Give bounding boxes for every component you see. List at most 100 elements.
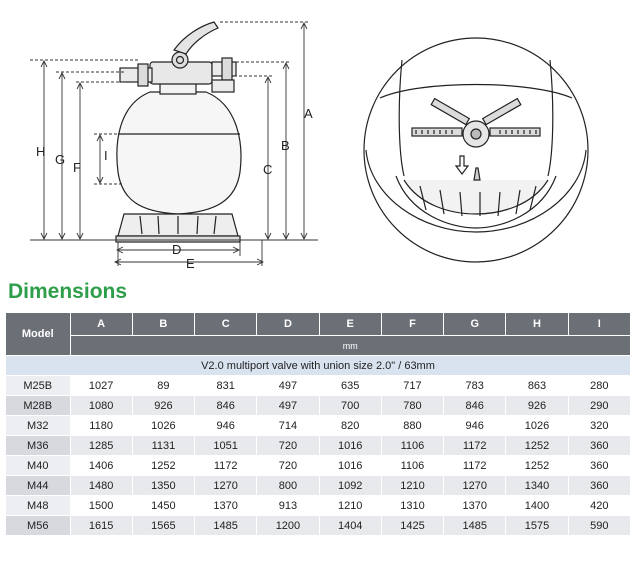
value-cell-d: 1200 (256, 515, 320, 536)
table-body: V2.0 multiport valve with union size 2.0… (6, 355, 632, 536)
value-cell-c: 1051 (194, 435, 258, 456)
dim-label-f: F (73, 160, 81, 175)
dim-label-d: D (172, 242, 181, 257)
value-cell-i: 360 (568, 455, 632, 476)
dimension-lines (30, 21, 318, 266)
value-cell-g: 1370 (443, 495, 507, 516)
model-cell: M28B (6, 395, 71, 416)
value-cell-h: 1252 (505, 435, 569, 456)
dimension-labels: H G F I A B C D E (36, 106, 313, 271)
model-cell: M48 (6, 495, 71, 516)
section-title: Dimensions (8, 280, 128, 303)
value-cell-g: 1485 (443, 515, 507, 536)
value-cell-h: 1575 (505, 515, 569, 536)
dim-label-g: G (55, 152, 65, 167)
column-header-e: E (319, 313, 382, 336)
value-cell-e: 635 (319, 375, 382, 396)
dim-label-h: H (36, 144, 45, 159)
value-cell-d: 497 (256, 375, 320, 396)
value-cell-h: 1026 (505, 415, 569, 436)
value-cell-i: 290 (568, 395, 632, 416)
value-cell-c: 1172 (194, 455, 258, 476)
model-cell: M36 (6, 435, 71, 456)
value-cell-d: 497 (256, 395, 320, 416)
column-header-g: G (443, 313, 507, 336)
filter-side-view (115, 21, 242, 243)
value-cell-g: 1270 (443, 475, 507, 496)
model-cell: M25B (6, 375, 71, 396)
value-cell-f: 1425 (381, 515, 445, 536)
value-cell-d: 714 (256, 415, 320, 436)
value-cell-f: 1106 (381, 435, 445, 456)
value-cell-h: 1400 (505, 495, 569, 516)
value-cell-i: 320 (568, 415, 632, 436)
value-cell-b: 1131 (132, 435, 196, 456)
value-cell-i: 420 (568, 495, 632, 516)
value-cell-g: 783 (443, 375, 507, 396)
units-label: mm (70, 335, 631, 356)
model-cell: M56 (6, 515, 71, 536)
model-cell: M44 (6, 475, 71, 496)
note-row: V2.0 multiport valve with union size 2.0… (6, 355, 631, 376)
value-cell-c: 1370 (194, 495, 258, 516)
value-cell-f: 1310 (381, 495, 445, 516)
value-cell-b: 89 (132, 375, 196, 396)
column-header-i: I (568, 313, 632, 336)
value-cell-a: 1080 (70, 395, 133, 416)
column-header-d: D (256, 313, 320, 336)
value-cell-e: 1404 (319, 515, 382, 536)
value-cell-a: 1480 (70, 475, 133, 496)
value-cell-i: 360 (568, 435, 632, 456)
value-cell-i: 590 (568, 515, 632, 536)
value-cell-g: 1172 (443, 435, 507, 456)
value-cell-b: 1252 (132, 455, 196, 476)
dim-label-i: I (104, 148, 108, 163)
value-cell-g: 946 (443, 415, 507, 436)
value-cell-g: 1172 (443, 455, 507, 476)
value-cell-a: 1615 (70, 515, 133, 536)
value-cell-h: 1252 (505, 455, 569, 476)
units-row: mm (6, 335, 631, 356)
value-cell-c: 1485 (194, 515, 258, 536)
value-cell-a: 1180 (70, 415, 133, 436)
value-cell-f: 717 (381, 375, 445, 396)
value-cell-a: 1500 (70, 495, 133, 516)
value-cell-d: 800 (256, 475, 320, 496)
dim-label-a: A (304, 106, 313, 121)
value-cell-f: 1106 (381, 455, 445, 476)
value-cell-i: 280 (568, 375, 632, 396)
value-cell-c: 846 (194, 395, 258, 416)
value-cell-b: 1350 (132, 475, 196, 496)
dim-label-c: C (263, 162, 272, 177)
valve-note: V2.0 multiport valve with union size 2.0… (6, 355, 631, 376)
value-cell-h: 926 (505, 395, 569, 416)
value-cell-e: 1092 (319, 475, 382, 496)
value-cell-d: 913 (256, 495, 320, 516)
value-cell-h: 1340 (505, 475, 569, 496)
value-cell-e: 700 (319, 395, 382, 416)
lateral-detail-view (363, 37, 589, 263)
value-cell-a: 1285 (70, 435, 133, 456)
value-cell-b: 926 (132, 395, 196, 416)
value-cell-d: 720 (256, 455, 320, 476)
value-cell-g: 846 (443, 395, 507, 416)
column-header-a: A (70, 313, 133, 336)
value-cell-c: 1270 (194, 475, 258, 496)
value-cell-b: 1026 (132, 415, 196, 436)
model-cell: M40 (6, 455, 71, 476)
value-cell-e: 820 (319, 415, 382, 436)
model-cell: M32 (6, 415, 71, 436)
dimensions-table: Model A B C D E F G H I mm V2.0 multipor… (6, 313, 632, 536)
value-cell-f: 780 (381, 395, 445, 416)
value-cell-i: 360 (568, 475, 632, 496)
value-cell-e: 1016 (319, 435, 382, 456)
value-cell-d: 720 (256, 435, 320, 456)
dim-label-b: B (281, 138, 290, 153)
value-cell-b: 1565 (132, 515, 196, 536)
